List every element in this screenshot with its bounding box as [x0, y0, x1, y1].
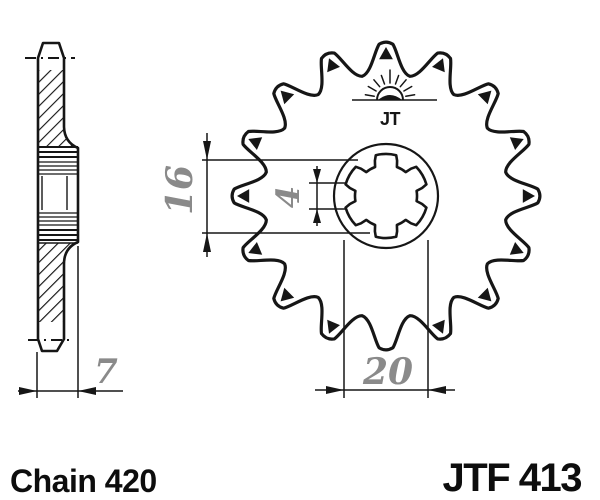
dimension-values: 16 4 20 7	[94, 165, 413, 393]
side-section-view	[25, 41, 80, 353]
sun-ray	[403, 85, 413, 92]
sun-rays	[364, 69, 416, 97]
dimension-lines	[18, 133, 455, 398]
sun-icon	[376, 86, 404, 101]
dimension-4	[309, 166, 347, 226]
sun-ray	[367, 85, 377, 92]
front-view: JT	[230, 40, 542, 352]
hub-circle	[332, 142, 440, 250]
tooth-tip-mark	[280, 287, 295, 302]
bore-wall-lines	[41, 176, 68, 210]
tooth-tip-mark	[509, 137, 524, 150]
sun-ray	[394, 74, 400, 85]
tooth-tip-mark	[477, 90, 492, 105]
tooth-tip-mark	[248, 242, 263, 255]
part-number-label: JTF 413	[443, 456, 582, 500]
tooth-tip-marks	[237, 47, 535, 334]
dim-20-value: 20	[362, 351, 413, 393]
chain-size-label: Chain 420	[10, 463, 157, 499]
tooth-tip-mark	[509, 242, 524, 255]
tooth-tip-mark	[522, 189, 535, 203]
tooth-tip-mark	[237, 189, 250, 203]
sun-ray	[405, 93, 416, 97]
sun-base-shade	[378, 95, 402, 100]
tooth-tip-mark	[379, 47, 393, 60]
pitch-centerlines	[25, 57, 75, 341]
side-view-outline	[36, 41, 80, 353]
tooth-tip-mark	[280, 90, 295, 105]
dimension-20	[315, 240, 455, 398]
dimension-7	[18, 246, 123, 398]
tooth-tip-mark	[432, 58, 445, 73]
tooth-tip-mark	[327, 319, 340, 334]
spline-band-lines	[38, 146, 78, 244]
sun-ray	[380, 74, 386, 85]
upper-web-hatch	[38, 70, 78, 147]
jt-logo-text: JT	[380, 109, 401, 129]
dim-16-value: 16	[159, 165, 201, 215]
tooth-tip-mark	[327, 58, 340, 73]
jt-logo: JT	[352, 69, 437, 129]
dim-7-value: 7	[94, 352, 118, 392]
lower-web-hatch	[38, 243, 78, 322]
sun-ray	[373, 79, 381, 88]
sprocket-outline	[230, 40, 542, 352]
tooth-tip-mark	[477, 287, 492, 302]
tooth-tip-mark	[432, 319, 445, 334]
spline-bore-outline	[344, 152, 428, 240]
sun-ray	[364, 93, 375, 97]
dim-4-value: 4	[269, 186, 307, 208]
dimension-16	[202, 133, 370, 257]
tooth-tip-mark	[248, 137, 263, 150]
sun-ray	[399, 79, 407, 88]
